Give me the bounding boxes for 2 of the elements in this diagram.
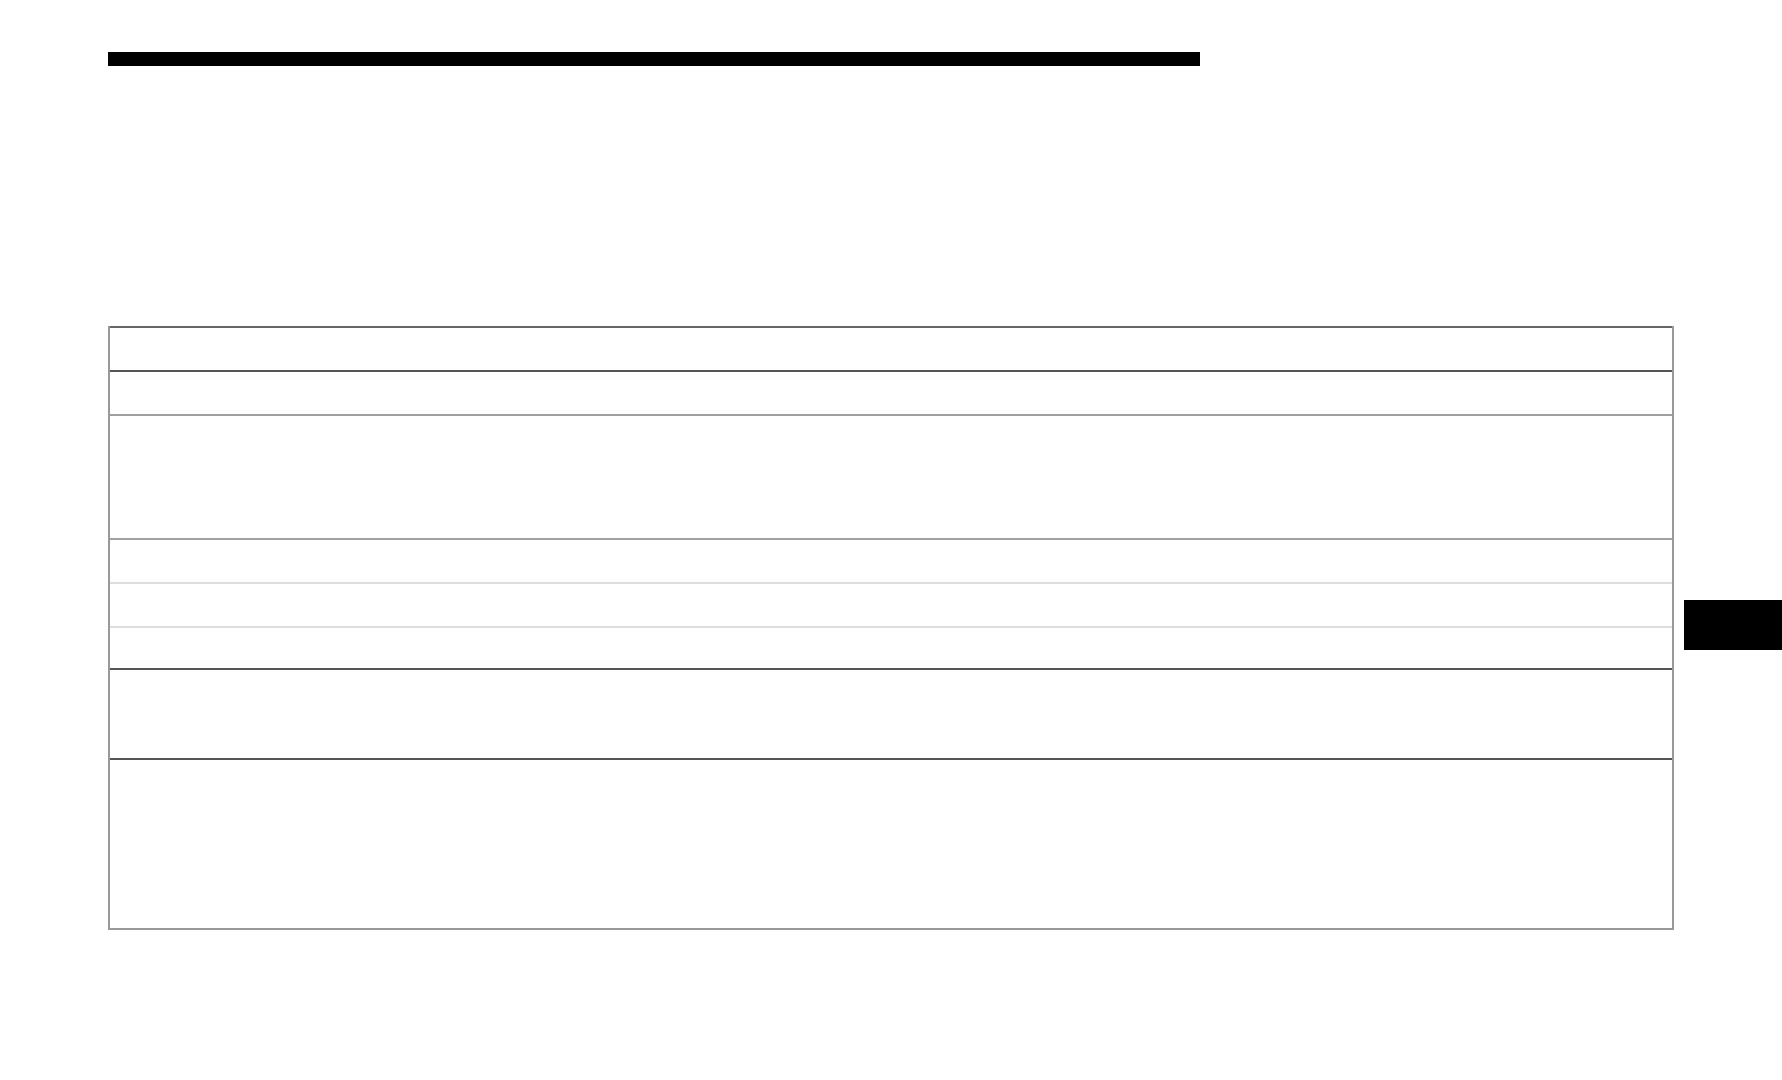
table-frame	[108, 326, 1674, 930]
side-tab	[1684, 600, 1782, 650]
